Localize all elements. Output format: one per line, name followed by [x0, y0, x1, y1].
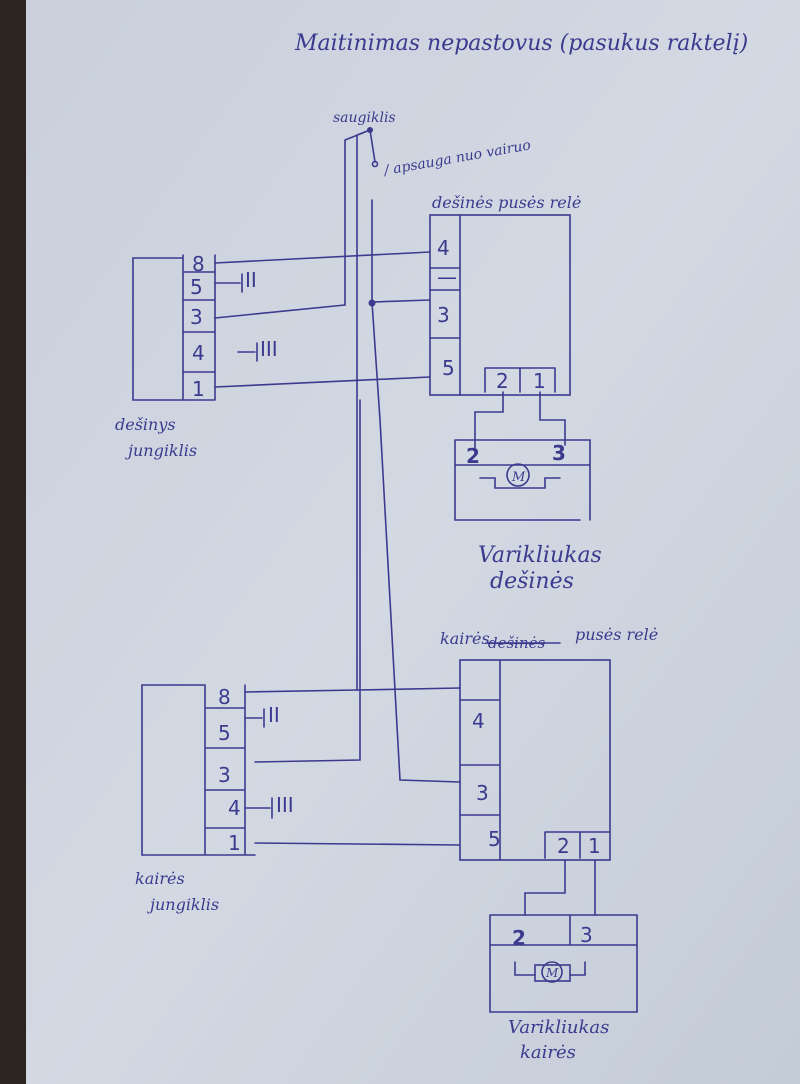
- right-switch-label-1: dešinys: [115, 415, 176, 434]
- left-relay-label-suffix: pusės relė: [575, 625, 658, 644]
- right-switch-pin-3: 3: [190, 305, 203, 329]
- left-relay-pin-1: 1: [588, 834, 601, 858]
- left-motor-symbol: M: [545, 966, 559, 980]
- right-switch: 8 5 3 4 1 II III dešinys jungiklis: [115, 252, 278, 460]
- right-relay-pin-blank: —: [437, 265, 457, 289]
- left-switch-symbol-5: II: [268, 703, 280, 727]
- left-relay-pin-3: 3: [476, 781, 489, 805]
- left-motor-label-1: Varikliukas: [508, 1017, 609, 1038]
- left-switch: 8 5 3 4 1 II III kairės jungiklis: [135, 684, 294, 914]
- left-motor-pin-3: 3: [580, 923, 593, 947]
- right-relay-pin-4: 4: [437, 236, 450, 260]
- right-relay-pin-3: 3: [437, 303, 450, 327]
- left-relay-pin-2: 2: [557, 834, 570, 858]
- left-switch-pin-3: 3: [218, 763, 231, 787]
- right-motor-pin-3: 3: [552, 441, 566, 465]
- right-switch-label-2: jungiklis: [125, 441, 197, 460]
- left-switch-pin-8: 8: [218, 685, 231, 709]
- left-switch-label-1: kairės: [135, 869, 185, 888]
- right-switch-symbol-5: II: [245, 268, 257, 292]
- right-switch-symbol-4: III: [260, 337, 278, 361]
- right-motor-label-2: dešinės: [490, 569, 574, 594]
- left-relay: kairės dešinės pusės relė 4 3 5 2 1: [440, 625, 658, 861]
- right-switch-pin-4: 4: [192, 341, 205, 365]
- right-relay: dešinės pusės relė 4 — 3 5 2 1: [429, 193, 581, 396]
- right-motor-pin-2: 2: [466, 444, 480, 468]
- right-motor: M 2 3 Varikliukas dešinės: [454, 439, 602, 594]
- right-relay-label: dešinės pusės relė: [432, 193, 581, 212]
- right-relay-pin-5: 5: [442, 356, 455, 380]
- left-switch-pin-4: 4: [228, 796, 241, 820]
- left-switch-label-2: jungiklis: [147, 895, 219, 914]
- left-switch-pin-1: 1: [228, 831, 241, 855]
- left-relay-label-prefix: kairės: [440, 629, 490, 648]
- top-wires: [214, 199, 566, 783]
- fuse-label: saugiklis: [333, 110, 396, 126]
- right-switch-pin-5: 5: [190, 275, 203, 299]
- left-motor-pin-2: 2: [512, 926, 526, 950]
- right-relay-pin-1: 1: [533, 369, 546, 393]
- left-switch-symbol-4: III: [276, 793, 294, 817]
- left-switch-pin-5: 5: [218, 721, 231, 745]
- right-switch-pin-8: 8: [192, 252, 205, 276]
- left-relay-pin-5: 5: [488, 827, 501, 851]
- right-switch-pin-1: 1: [192, 377, 205, 401]
- bottom-wires: [244, 399, 596, 916]
- right-motor-symbol: M: [511, 470, 526, 485]
- right-relay-pin-2: 2: [496, 369, 509, 393]
- left-motor-label-2: kairės: [520, 1042, 576, 1063]
- right-motor-label-1: Varikliukas: [478, 543, 602, 568]
- diagram-title: Maitinimas nepastovus (pasukus raktelį): [294, 31, 748, 56]
- left-motor: M 2 3 Varikliukas kairės: [489, 914, 638, 1063]
- paper-sheet: [26, 0, 800, 1084]
- left-relay-pin-4: 4: [472, 709, 485, 733]
